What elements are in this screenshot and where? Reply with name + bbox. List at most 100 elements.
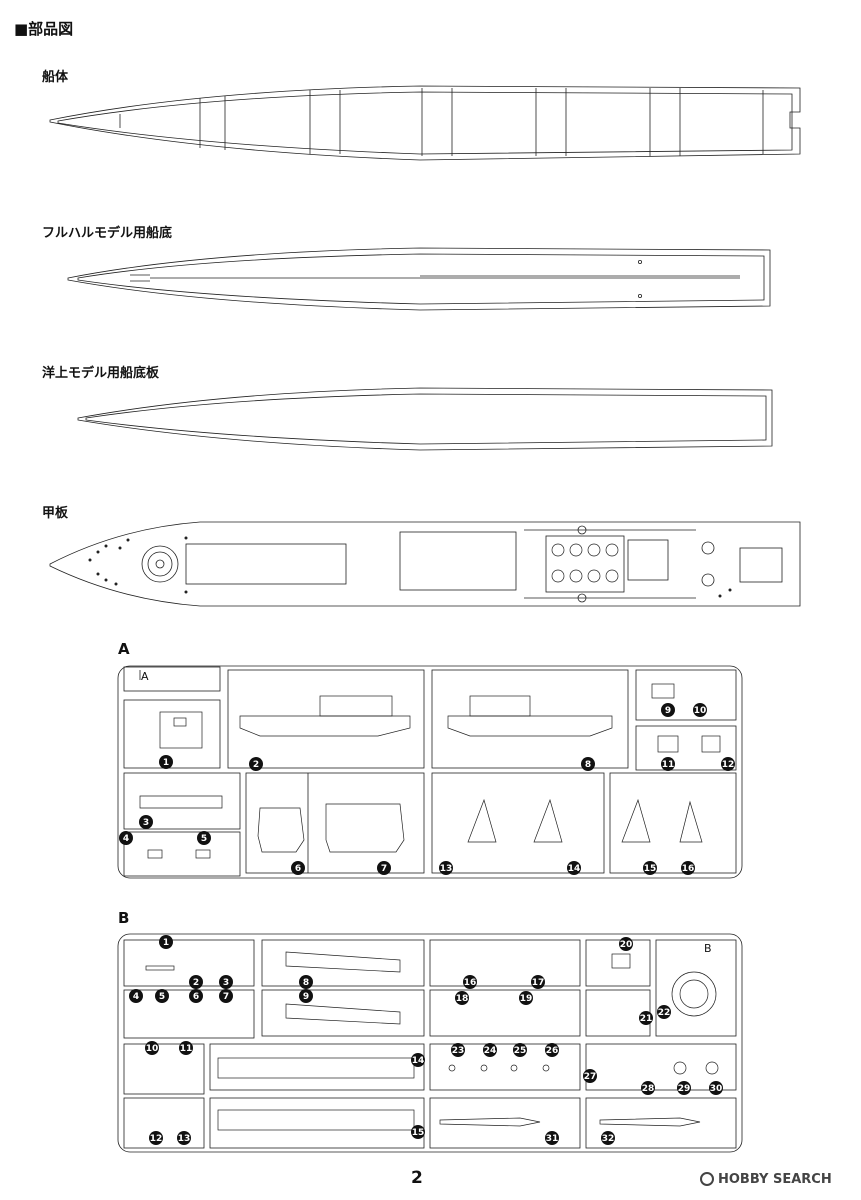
part-number: 12	[149, 1131, 163, 1145]
part-number: 17	[531, 975, 545, 989]
waterline-plate-label: 洋上モデル用船底板	[42, 366, 160, 381]
part-number: 16	[463, 975, 477, 989]
part-number: 15	[411, 1125, 425, 1139]
part-number: 10	[145, 1041, 159, 1055]
sprue-a-parts	[139, 683, 721, 859]
part-number: 3	[139, 815, 153, 829]
waterline-plate-drawing	[77, 387, 773, 451]
part-number: 12	[721, 757, 735, 771]
svg-text:22: 22	[658, 1008, 671, 1018]
part-number: 25	[513, 1043, 527, 1057]
svg-text:20: 20	[620, 940, 633, 950]
part-number: 27	[583, 1069, 597, 1083]
svg-text:3: 3	[143, 818, 149, 828]
lower-hull-drawing	[67, 247, 771, 311]
part-number: 16	[681, 861, 695, 875]
watermark-text: HOBBY SEARCH	[718, 1172, 832, 1187]
svg-text:11: 11	[662, 760, 675, 770]
part-number: 11	[179, 1041, 193, 1055]
svg-text:6: 6	[193, 992, 199, 1002]
part-number: 5	[155, 989, 169, 1003]
lower-hull-label: フルハルモデル用船底	[42, 226, 173, 241]
part-number: 18	[455, 991, 469, 1005]
svg-text:30: 30	[710, 1084, 723, 1094]
part-number: 15	[643, 861, 657, 875]
svg-text:28: 28	[642, 1084, 655, 1094]
svg-text:15: 15	[412, 1128, 425, 1138]
part-number: 6	[189, 989, 203, 1003]
part-number: 7	[219, 989, 233, 1003]
svg-text:1: 1	[163, 938, 169, 948]
hull-drawing	[49, 85, 801, 161]
part-number: 14	[411, 1053, 425, 1067]
part-number: 4	[119, 831, 133, 845]
part-number: 30	[709, 1081, 723, 1095]
part-number: 2	[249, 757, 263, 771]
part-number: 13	[177, 1131, 191, 1145]
part-number: 9	[299, 989, 313, 1003]
sprue-b-numbers: 1 2 3 4 5 6 7 8 9 10 11 12 13 14 15 16 1…	[129, 935, 723, 1145]
part-number: 8	[581, 757, 595, 771]
page-number: 2	[411, 1168, 423, 1188]
svg-text:14: 14	[412, 1056, 425, 1066]
page-heading: ■部品図	[14, 20, 74, 38]
sprue-a-tag: A	[141, 670, 149, 683]
part-number: 2	[189, 975, 203, 989]
svg-text:32: 32	[602, 1134, 615, 1144]
sprue-a-frame	[117, 665, 743, 879]
part-number: 7	[377, 861, 391, 875]
part-number: 24	[483, 1043, 497, 1057]
part-number: 5	[197, 831, 211, 845]
part-number: 29	[677, 1081, 691, 1095]
svg-text:2: 2	[193, 978, 199, 988]
svg-text:11: 11	[180, 1044, 193, 1054]
svg-text:8: 8	[585, 760, 591, 770]
svg-text:1: 1	[163, 758, 169, 768]
sprue-b-tag: B	[704, 942, 712, 955]
sprue-b-letter: B	[118, 909, 130, 927]
svg-text:14: 14	[568, 864, 581, 874]
part-number: 1	[159, 935, 173, 949]
svg-text:15: 15	[644, 864, 657, 874]
hobby-search-logo-icon	[700, 1172, 714, 1186]
sprue-b-frame	[117, 933, 743, 1153]
svg-text:27: 27	[584, 1072, 597, 1082]
deck-drawing	[49, 521, 801, 607]
svg-text:18: 18	[456, 994, 469, 1004]
part-number: 20	[619, 937, 633, 951]
svg-text:8: 8	[303, 978, 309, 988]
svg-text:31: 31	[546, 1134, 559, 1144]
svg-text:2: 2	[253, 760, 259, 770]
svg-text:9: 9	[665, 706, 671, 716]
svg-text:6: 6	[295, 864, 301, 874]
sprue-a-numbers: 1 2 3 4 5 6 7 8 9 10 11 12 13 14 15 16	[119, 703, 735, 875]
part-number: 31	[545, 1131, 559, 1145]
svg-text:3: 3	[223, 978, 229, 988]
part-number: 6	[291, 861, 305, 875]
svg-text:5: 5	[201, 834, 207, 844]
part-number: 3	[219, 975, 233, 989]
watermark: HOBBY SEARCH	[700, 1172, 832, 1187]
svg-text:24: 24	[484, 1046, 497, 1056]
part-number: 11	[661, 757, 675, 771]
svg-text:7: 7	[223, 992, 229, 1002]
svg-text:10: 10	[694, 706, 707, 716]
part-number: 21	[639, 1011, 653, 1025]
sprue-a-letter: A	[118, 640, 130, 658]
svg-text:21: 21	[640, 1014, 653, 1024]
part-number: 28	[641, 1081, 655, 1095]
svg-text:4: 4	[133, 992, 139, 1002]
svg-text:13: 13	[440, 864, 453, 874]
part-number: 8	[299, 975, 313, 989]
part-number: 32	[601, 1131, 615, 1145]
hull-label: 船体	[42, 70, 69, 85]
svg-text:4: 4	[123, 834, 129, 844]
sprue-b-parts	[145, 951, 719, 1131]
part-number: 22	[657, 1005, 671, 1019]
svg-text:7: 7	[381, 864, 387, 874]
svg-text:16: 16	[682, 864, 695, 874]
part-number: 26	[545, 1043, 559, 1057]
part-number: 13	[439, 861, 453, 875]
svg-text:29: 29	[678, 1084, 691, 1094]
